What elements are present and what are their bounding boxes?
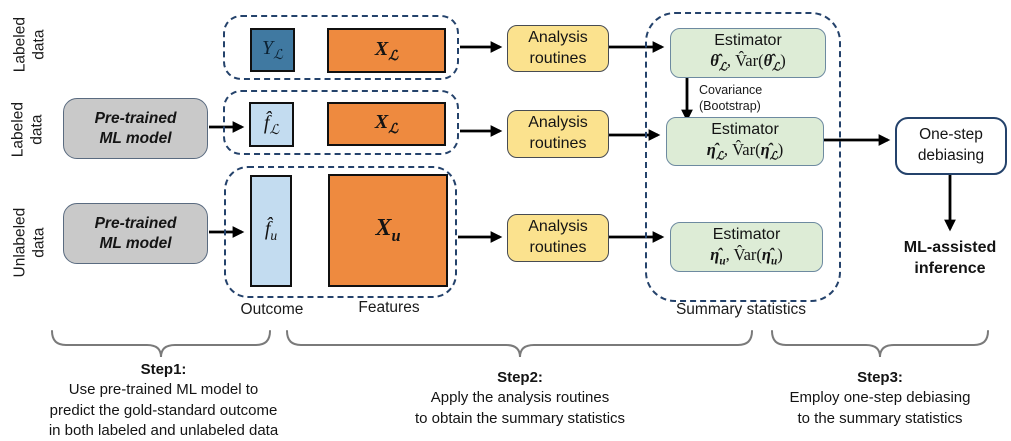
estimator-title: Estimator — [714, 32, 782, 50]
outcome-label: Outcome — [240, 301, 304, 318]
side-label-labeled-2: Labeled data — [9, 102, 45, 158]
summary-statistics-label: Summary statistics — [675, 301, 807, 318]
analysis-routines-box-2: Analysis routines — [507, 110, 609, 158]
outcome-block-y-labeled: Yℒ — [250, 28, 295, 72]
estimator-box-theta-labeled: Estimator θ̂ℒ, V̂ar(θ̂ℒ) — [670, 28, 826, 78]
step-1-title: Step1: — [140, 361, 187, 378]
brace-step3 — [771, 330, 989, 358]
estimator-formula: θ̂ℒ, V̂ar(θ̂ℒ) — [710, 51, 786, 74]
side-label-unlabeled: Unlabeled data — [11, 207, 47, 278]
labeled-data-group-2 — [223, 90, 459, 155]
features-block-x-labeled-2: Xℒ — [327, 102, 446, 146]
step-3-caption: Step3: Employ one-step debiasing to the … — [750, 368, 1010, 429]
step-2-body: Apply the analysis routines to obtain th… — [414, 389, 626, 427]
one-step-debiasing-box: One-step debiasing — [895, 117, 1007, 175]
features-label: Features — [358, 299, 420, 316]
step-3-title: Step3: — [857, 369, 903, 386]
estimator-title: Estimator — [712, 226, 781, 244]
unlabeled-data-group — [224, 166, 457, 298]
summary-statistics-group — [645, 12, 841, 302]
features-block-x-unlabeled: Xu — [328, 174, 448, 287]
step-1-caption: Step1: Use pre-trained ML model to predi… — [21, 360, 306, 441]
analysis-routines-box-3: Analysis routines — [507, 214, 609, 262]
step-1-body: Use pre-trained ML model to predict the … — [48, 381, 279, 440]
estimator-box-eta-labeled: Estimator η̂ℒ, V̂ar(η̂ℒ) — [666, 117, 824, 166]
step-2-title: Step2: — [497, 369, 543, 386]
estimator-title: Estimator — [711, 120, 779, 138]
covariance-bootstrap-label: Covariance (Bootstrap) — [699, 83, 763, 114]
estimator-formula: η̂u, V̂ar(η̂u) — [710, 245, 783, 268]
pretrained-ml-model-box-unlabeled: Pre-trained ML model — [63, 203, 208, 264]
outcome-block-fhat-labeled: f̂ℒ — [249, 102, 294, 147]
estimator-formula: η̂ℒ, V̂ar(η̂ℒ) — [706, 139, 784, 163]
ml-assisted-inference-label: ML-assisted inference — [903, 239, 997, 277]
side-label-labeled-1: Labeled data — [11, 17, 47, 73]
step-2-caption: Step2: Apply the analysis routines to ob… — [370, 368, 670, 429]
estimator-box-eta-unlabeled: Estimator η̂u, V̂ar(η̂u) — [670, 222, 823, 272]
outcome-block-fhat-unlabeled: f̂u — [250, 175, 292, 287]
brace-step1 — [51, 330, 271, 358]
step-3-body: Employ one-step debiasing to the summary… — [789, 389, 971, 427]
pretrained-ml-model-box-labeled: Pre-trained ML model — [63, 98, 208, 159]
features-block-x-labeled-1: Xℒ — [327, 28, 446, 73]
brace-step2 — [286, 330, 753, 358]
labeled-data-group-1 — [223, 15, 459, 80]
analysis-routines-box-1: Analysis routines — [507, 25, 609, 72]
